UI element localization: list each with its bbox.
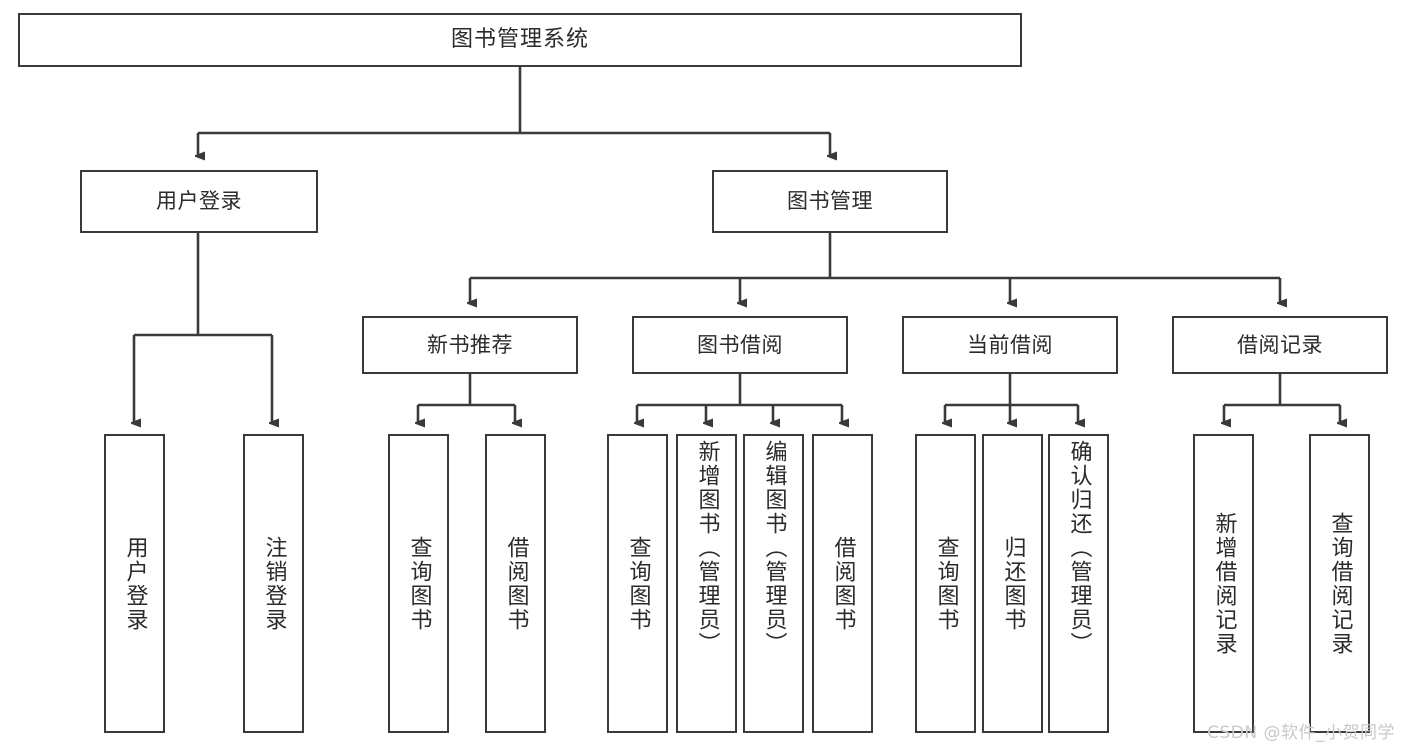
node-label: 新书推荐 xyxy=(427,332,513,357)
leaf-borrow-record-add-record[interactable]: 新增借阅记录 xyxy=(1193,434,1254,733)
node-user-login[interactable]: 用户登录 xyxy=(80,170,318,233)
node-new-book-recommend[interactable]: 新书推荐 xyxy=(362,316,578,374)
leaf-book-borrow-edit-book-admin[interactable]: 编辑图书（管理员） xyxy=(743,434,804,733)
node-book-borrow[interactable]: 图书借阅 xyxy=(632,316,848,374)
node-label: 借阅图书 xyxy=(503,535,529,632)
leaf-user-login-logout[interactable]: 注销登录 xyxy=(243,434,304,733)
node-label: 归还图书 xyxy=(1000,535,1026,632)
csdn-watermark: CSDN @软件_小贺同学 xyxy=(1207,723,1395,743)
leaf-book-borrow-borrow-book[interactable]: 借阅图书 xyxy=(812,434,873,733)
leaf-current-borrow-confirm-return-admin[interactable]: 确认归还（管理员） xyxy=(1048,434,1109,733)
node-borrow-record[interactable]: 借阅记录 xyxy=(1172,316,1388,374)
node-label: 图书借阅 xyxy=(697,332,783,357)
node-label: 确认归还（管理员） xyxy=(1066,440,1092,656)
node-label: 注销登录 xyxy=(261,535,287,632)
node-label: 查询借阅记录 xyxy=(1327,511,1353,656)
leaf-new-book-query-book[interactable]: 查询图书 xyxy=(388,434,449,733)
leaf-borrow-record-query-record[interactable]: 查询借阅记录 xyxy=(1309,434,1370,733)
leaf-book-borrow-query-book[interactable]: 查询图书 xyxy=(607,434,668,733)
node-label: 编辑图书（管理员） xyxy=(761,440,787,656)
node-label: 图书管理 xyxy=(787,189,873,214)
leaf-user-login-login[interactable]: 用户登录 xyxy=(104,434,165,733)
node-label: 用户登录 xyxy=(122,535,148,632)
leaf-new-book-borrow-book[interactable]: 借阅图书 xyxy=(485,434,546,733)
node-label: 查询图书 xyxy=(933,535,959,632)
node-label: 查询图书 xyxy=(406,535,432,632)
node-label: 借阅记录 xyxy=(1237,332,1323,357)
node-root-book-management-system[interactable]: 图书管理系统 xyxy=(18,13,1022,67)
node-current-borrow[interactable]: 当前借阅 xyxy=(902,316,1118,374)
node-label: 用户登录 xyxy=(156,189,242,214)
leaf-current-borrow-return-book[interactable]: 归还图书 xyxy=(982,434,1043,733)
node-label: 图书管理系统 xyxy=(450,27,589,53)
leaf-current-borrow-query-book[interactable]: 查询图书 xyxy=(915,434,976,733)
node-label: 查询图书 xyxy=(625,535,651,632)
node-label: 当前借阅 xyxy=(967,332,1053,357)
node-label: 借阅图书 xyxy=(830,535,856,632)
node-book-management[interactable]: 图书管理 xyxy=(712,170,948,233)
node-label: 新增图书（管理员） xyxy=(694,440,720,656)
leaf-book-borrow-add-book-admin[interactable]: 新增图书（管理员） xyxy=(676,434,737,733)
node-label: 新增借阅记录 xyxy=(1211,511,1237,656)
